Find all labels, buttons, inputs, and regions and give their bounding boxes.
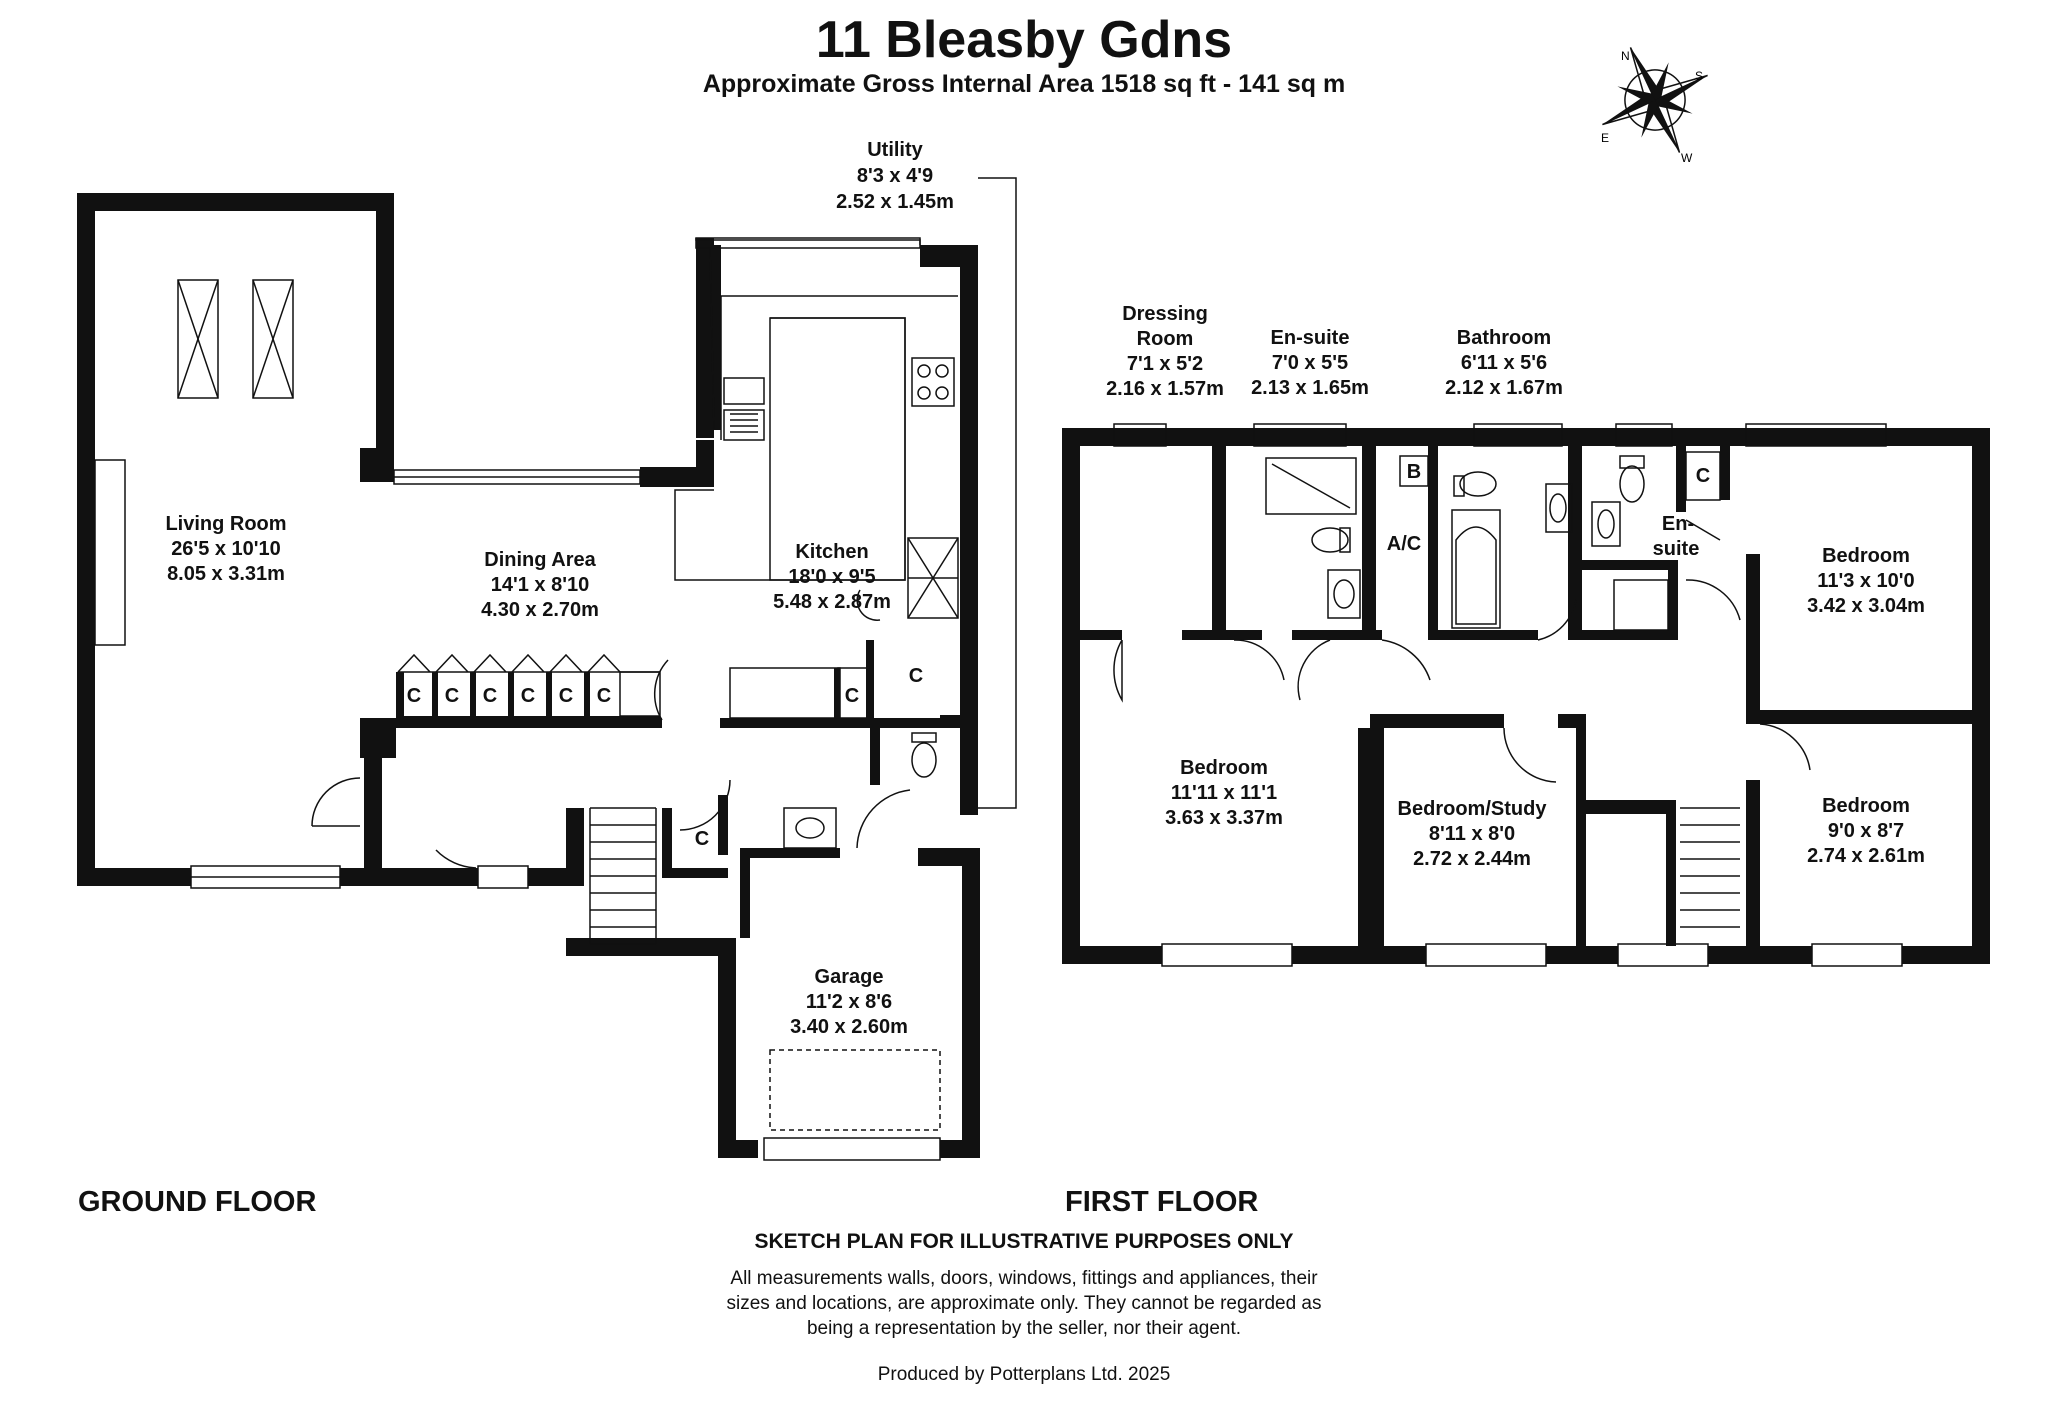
dining-area-imperial: 14'1 x 8'10 <box>491 574 590 596</box>
producer-credit: Produced by Potterplans Ltd. 2025 <box>877 1364 1171 1385</box>
study-name: Bedroom/Study <box>1398 798 1548 820</box>
compass-s: S <box>1695 69 1703 83</box>
page-subtitle: Approximate Gross Internal Area 1518 sq … <box>702 70 1346 98</box>
cupboard-marker: C <box>407 685 421 707</box>
ensuite-name: En-suite <box>1271 327 1350 349</box>
dressing-room-imperial: 7'1 x 5'2 <box>1127 353 1203 375</box>
bedroom2-metric: 3.42 x 3.04m <box>1807 595 1925 617</box>
ground-floor-walls <box>77 193 980 1158</box>
living-room-name: Living Room <box>165 513 286 535</box>
disclaimer-line: sizes and locations, are approximate onl… <box>726 1293 1322 1314</box>
airing-cupboard-marker: A/C <box>1387 533 1421 555</box>
dining-area-metric: 4.30 x 2.70m <box>481 599 599 621</box>
utility-name: Utility <box>867 139 923 161</box>
cupboard-marker: C <box>695 828 709 850</box>
ensuite-imperial: 7'0 x 5'5 <box>1272 352 1348 374</box>
bedroom1-name: Bedroom <box>1180 757 1268 779</box>
ensuite2-name1: En- <box>1662 513 1694 535</box>
ensuite2-name2: suite <box>1653 538 1700 560</box>
cupboard-walls <box>396 640 874 720</box>
cupboard-marker: C <box>521 685 535 707</box>
bedroom1-metric: 3.63 x 3.37m <box>1165 807 1283 829</box>
cupboard-marker: C <box>483 685 497 707</box>
disclaimer: All measurements walls, doors, windows, … <box>0 1266 2048 1341</box>
living-room-imperial: 26'5 x 10'10 <box>171 538 281 560</box>
ground-floor-fittings <box>94 177 1017 1161</box>
dressing-room-metric: 2.16 x 1.57m <box>1106 378 1224 400</box>
garage-name: Garage <box>815 966 884 988</box>
garage-metric: 3.40 x 2.60m <box>790 1016 908 1038</box>
page-title: 11 Bleasby Gdns <box>815 11 1233 69</box>
bathroom-imperial: 6'11 x 5'6 <box>1461 352 1547 374</box>
cupboard-marker: C <box>909 665 923 687</box>
ground-floor-label: GROUND FLOOR <box>78 1186 317 1218</box>
cupboard-marker: C <box>559 685 573 707</box>
disclaimer-line: All measurements walls, doors, windows, … <box>730 1268 1318 1289</box>
bedroom3-metric: 2.74 x 2.61m <box>1807 845 1925 867</box>
garage-imperial: 11'2 x 8'6 <box>806 991 892 1013</box>
dining-area-name: Dining Area <box>484 549 596 571</box>
compass-e: E <box>1601 131 1609 145</box>
room-labels: Living Room 26'5 x 10'10 8.05 x 3.31m Di… <box>165 139 1924 1038</box>
bedroom1-imperial: 11'11 x 11'1 <box>1171 782 1277 804</box>
disclaimer-line: being a representation by the seller, no… <box>806 1318 1242 1339</box>
cupboard-marker: C <box>597 685 611 707</box>
first-floor-label: FIRST FLOOR <box>1065 1186 1259 1218</box>
cupboard-marker: C <box>845 685 859 707</box>
utility-imperial: 8'3 x 4'9 <box>857 165 933 187</box>
bedroom2-imperial: 11'3 x 10'0 <box>1817 570 1914 592</box>
compass-n: N <box>1621 49 1630 63</box>
kitchen-name: Kitchen <box>795 541 868 563</box>
dressing-room-name1: Dressing <box>1122 303 1208 325</box>
cupboard-marker: C <box>445 685 459 707</box>
first-floor-walls <box>1062 428 1990 964</box>
bedroom3-imperial: 9'0 x 8'7 <box>1828 820 1904 842</box>
sketch-note: SKETCH PLAN FOR ILLUSTRATIVE PURPOSES ON… <box>754 1230 1294 1253</box>
compass-w: W <box>1681 151 1693 165</box>
bedroom3-name: Bedroom <box>1822 795 1910 817</box>
ensuite-metric: 2.13 x 1.65m <box>1251 377 1369 399</box>
study-imperial: 8'11 x 8'0 <box>1429 823 1515 845</box>
boiler-marker: B <box>1407 461 1421 483</box>
dressing-room-name2: Room <box>1137 328 1194 350</box>
kitchen-metric: 5.48 x 2.87m <box>773 591 891 613</box>
bedroom2-name: Bedroom <box>1822 545 1910 567</box>
bathroom-name: Bathroom <box>1457 327 1551 349</box>
utility-metric: 2.52 x 1.45m <box>836 191 954 213</box>
study-metric: 2.72 x 2.44m <box>1413 848 1531 870</box>
first-floor-fittings <box>1113 423 1903 967</box>
compass-rose-icon: N S W E <box>1601 47 1708 165</box>
living-room-metric: 8.05 x 3.31m <box>167 563 285 585</box>
cupboard-marker: C <box>1696 465 1710 487</box>
kitchen-imperial: 18'0 x 9'5 <box>788 566 875 588</box>
bathroom-metric: 2.12 x 1.67m <box>1445 377 1563 399</box>
